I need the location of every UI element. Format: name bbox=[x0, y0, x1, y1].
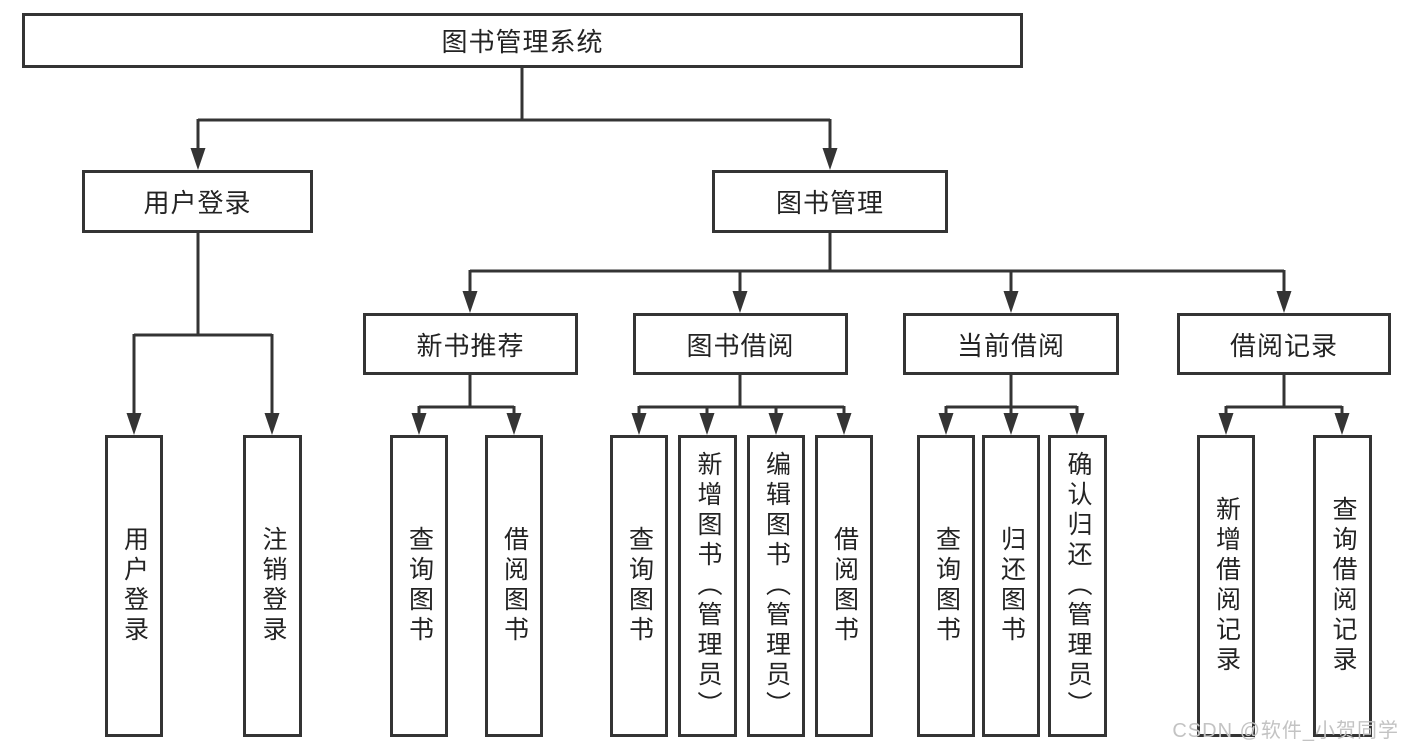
leaf-records-add-record: 新增借阅记录 bbox=[1197, 435, 1255, 737]
arrowheads bbox=[126, 148, 1350, 435]
node-new-book-recommend: 新书推荐 bbox=[363, 313, 578, 375]
leaf-current-query-books: 查询图书 bbox=[917, 435, 975, 737]
node-book-borrow: 图书借阅 bbox=[633, 313, 848, 375]
leaf-newrec-query-books: 查询图书 bbox=[390, 435, 448, 737]
leaf-borrow-add-books-admin: 新增图书（管理员） bbox=[678, 435, 737, 737]
csdn-watermark: CSDN @软件_小贺同学 bbox=[1172, 720, 1399, 742]
leaf-records-query-record: 查询借阅记录 bbox=[1313, 435, 1372, 737]
node-current-borrow: 当前借阅 bbox=[903, 313, 1119, 375]
node-book-management: 图书管理 bbox=[712, 170, 948, 233]
node-borrow-records: 借阅记录 bbox=[1177, 313, 1391, 375]
leaf-current-return-books: 归还图书 bbox=[982, 435, 1040, 737]
leaf-current-confirm-return-admin: 确认归还（管理员） bbox=[1048, 435, 1107, 737]
leaf-borrow-query-books: 查询图书 bbox=[610, 435, 668, 737]
leaf-borrow-borrow-books: 借阅图书 bbox=[815, 435, 873, 737]
leaf-newrec-borrow-books: 借阅图书 bbox=[485, 435, 543, 737]
node-user-login: 用户登录 bbox=[82, 170, 313, 233]
node-root: 图书管理系统 bbox=[22, 13, 1023, 68]
leaf-user-login: 用户登录 bbox=[105, 435, 163, 737]
leaf-borrow-edit-books-admin: 编辑图书（管理员） bbox=[747, 435, 805, 737]
leaf-logout: 注销登录 bbox=[243, 435, 302, 737]
